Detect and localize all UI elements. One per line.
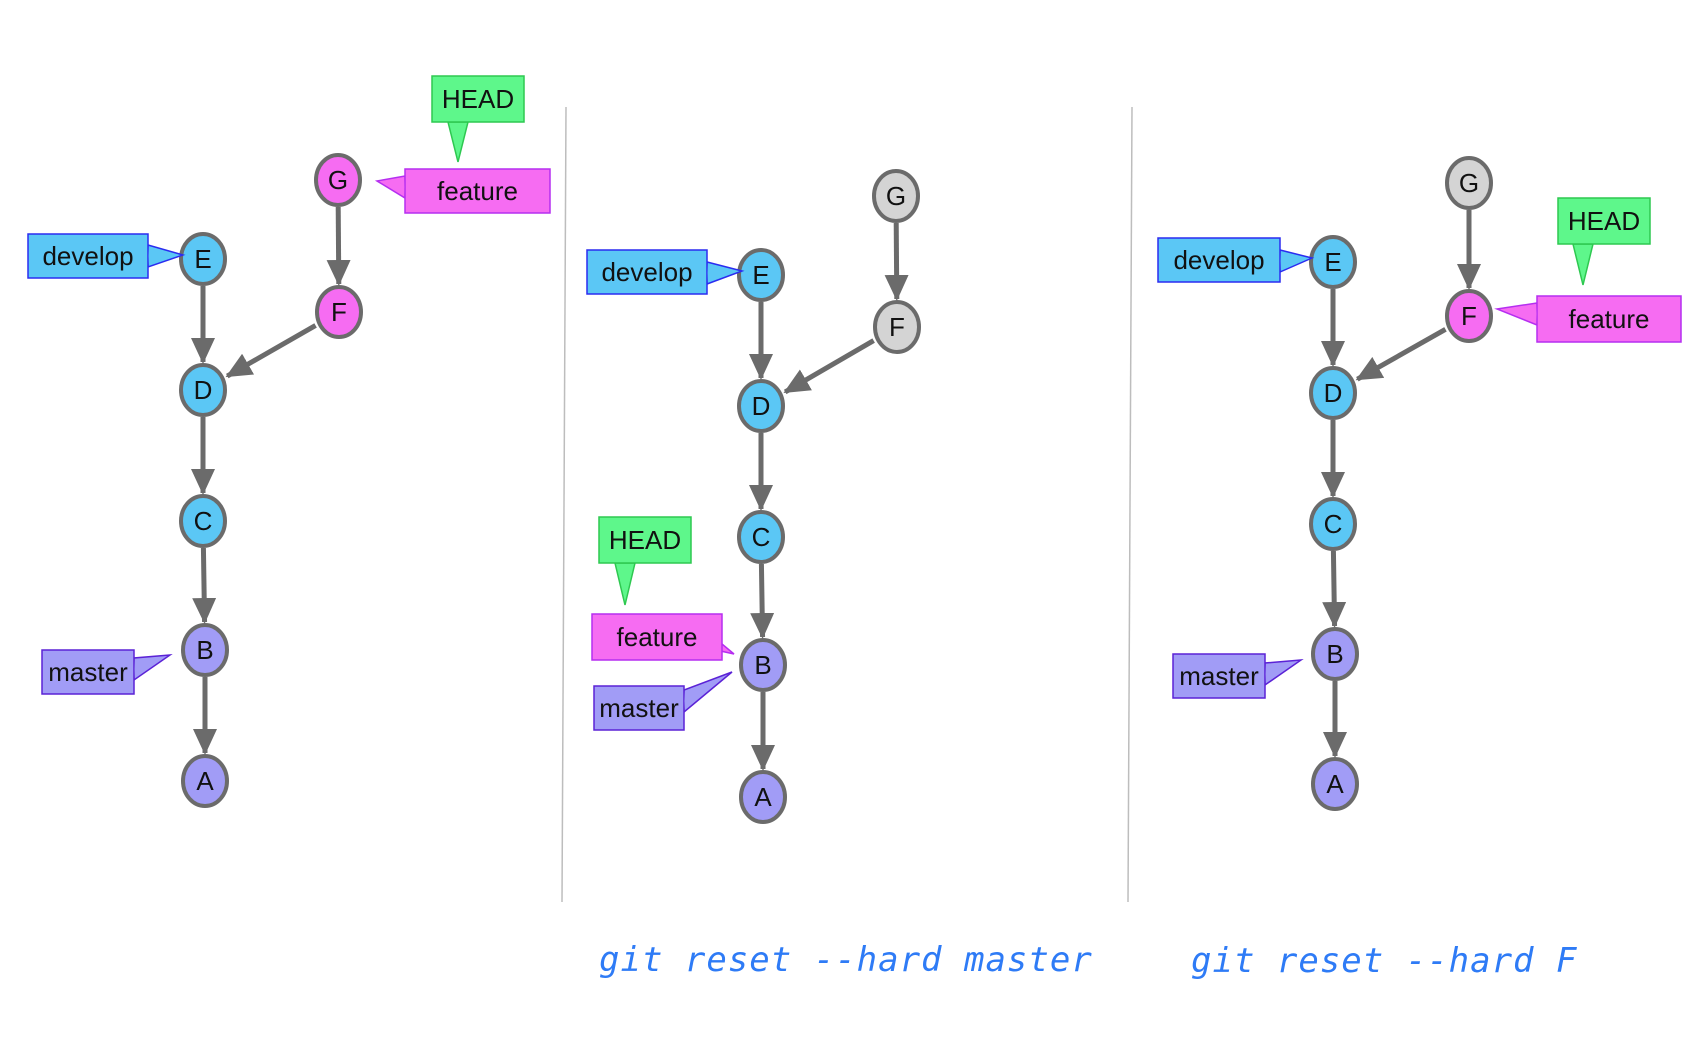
git-command-hard-reset-master: git reset --hard master xyxy=(599,940,1093,980)
label-pointer-tail xyxy=(448,122,468,162)
edge-arrow-F-to-D xyxy=(227,325,315,376)
label-text-master: master xyxy=(599,693,679,723)
commit-label-F: F xyxy=(1461,301,1477,331)
label-pointer-tail xyxy=(1497,303,1537,325)
label-pointer-tail xyxy=(684,672,732,712)
commit-label-B: B xyxy=(196,635,213,665)
label-pointer-tail xyxy=(615,563,635,605)
commit-node-B: B xyxy=(741,640,785,690)
commit-label-A: A xyxy=(1326,769,1344,799)
edge-arrow-C-to-B xyxy=(203,548,204,622)
commit-node-A: A xyxy=(741,772,785,822)
panel-divider xyxy=(562,107,566,902)
label-text-develop: develop xyxy=(601,257,692,287)
commit-label-G: G xyxy=(1459,168,1479,198)
label-text-HEAD: HEAD xyxy=(609,525,681,555)
commit-label-B: B xyxy=(754,650,771,680)
branch-label-master: master xyxy=(42,650,170,694)
commit-label-F: F xyxy=(889,312,905,342)
label-pointer-tail xyxy=(707,262,742,284)
label-text-master: master xyxy=(1179,661,1259,691)
commit-label-D: D xyxy=(752,391,771,421)
label-text-feature: feature xyxy=(617,622,698,652)
commit-node-D: D xyxy=(181,365,225,415)
head-pointer-label: HEAD xyxy=(599,517,691,605)
commit-node-B: B xyxy=(183,625,227,675)
commit-label-D: D xyxy=(194,375,213,405)
edge-arrow-G-to-F xyxy=(338,207,339,284)
label-text-master: master xyxy=(48,657,128,687)
label-pointer-tail xyxy=(1573,244,1593,285)
head-pointer-label: HEAD xyxy=(1558,198,1650,285)
label-text-develop: develop xyxy=(42,241,133,271)
edge-arrow-G-to-F xyxy=(896,223,897,299)
commit-node-G: G xyxy=(1447,158,1491,208)
branch-label-feature: feature xyxy=(377,169,550,213)
commit-node-A: A xyxy=(1313,759,1357,809)
commit-node-G: G xyxy=(316,155,360,205)
label-pointer-tail xyxy=(1280,250,1312,272)
branch-label-develop: develop xyxy=(587,250,742,294)
git-command-hard-reset-f: git reset --hard F xyxy=(1191,941,1577,981)
label-text-feature: feature xyxy=(437,176,518,206)
commit-label-E: E xyxy=(194,244,211,274)
commit-node-B: B xyxy=(1313,629,1357,679)
branch-label-develop: develop xyxy=(1158,238,1312,282)
commit-node-E: E xyxy=(1311,237,1355,287)
edge-arrow-F-to-D xyxy=(1357,329,1445,379)
commit-label-B: B xyxy=(1326,639,1343,669)
commit-node-E: E xyxy=(739,250,783,300)
commit-label-C: C xyxy=(194,506,213,536)
branch-label-feature: feature xyxy=(1497,296,1681,342)
commit-label-E: E xyxy=(1324,247,1341,277)
commit-label-E: E xyxy=(752,260,769,290)
edge-arrow-F-to-D xyxy=(785,341,873,392)
edge-arrow-C-to-B xyxy=(1333,551,1334,626)
commit-node-F: F xyxy=(1447,291,1491,341)
commit-node-F: F xyxy=(317,287,361,337)
commit-node-A: A xyxy=(183,756,227,806)
commit-node-F: F xyxy=(875,302,919,352)
label-text-feature: feature xyxy=(1569,304,1650,334)
panel-divider xyxy=(1128,107,1132,902)
label-pointer-tail xyxy=(377,176,405,198)
label-text-develop: develop xyxy=(1173,245,1264,275)
head-pointer-label: HEAD xyxy=(432,76,524,162)
label-text-HEAD: HEAD xyxy=(442,84,514,114)
commit-label-C: C xyxy=(1324,509,1343,539)
branch-label-feature: feature xyxy=(592,614,734,660)
label-pointer-tail xyxy=(148,245,183,267)
commit-label-A: A xyxy=(196,766,214,796)
commit-label-G: G xyxy=(886,181,906,211)
commit-label-A: A xyxy=(754,782,772,812)
edge-arrow-C-to-B xyxy=(761,564,762,637)
label-text-HEAD: HEAD xyxy=(1568,206,1640,236)
commit-node-D: D xyxy=(739,381,783,431)
commit-label-D: D xyxy=(1324,378,1343,408)
commit-label-F: F xyxy=(331,297,347,327)
commit-node-G: G xyxy=(874,171,918,221)
commit-node-C: C xyxy=(1311,499,1355,549)
commit-label-G: G xyxy=(328,165,348,195)
branch-label-master: master xyxy=(1173,654,1301,698)
branch-label-develop: develop xyxy=(28,234,183,278)
commit-node-C: C xyxy=(739,512,783,562)
branch-label-master: master xyxy=(594,672,732,730)
commit-node-E: E xyxy=(181,234,225,284)
label-pointer-tail xyxy=(134,655,170,680)
commit-node-C: C xyxy=(181,496,225,546)
commit-node-D: D xyxy=(1311,368,1355,418)
label-pointer-tail xyxy=(1265,660,1301,685)
commit-label-C: C xyxy=(752,522,771,552)
